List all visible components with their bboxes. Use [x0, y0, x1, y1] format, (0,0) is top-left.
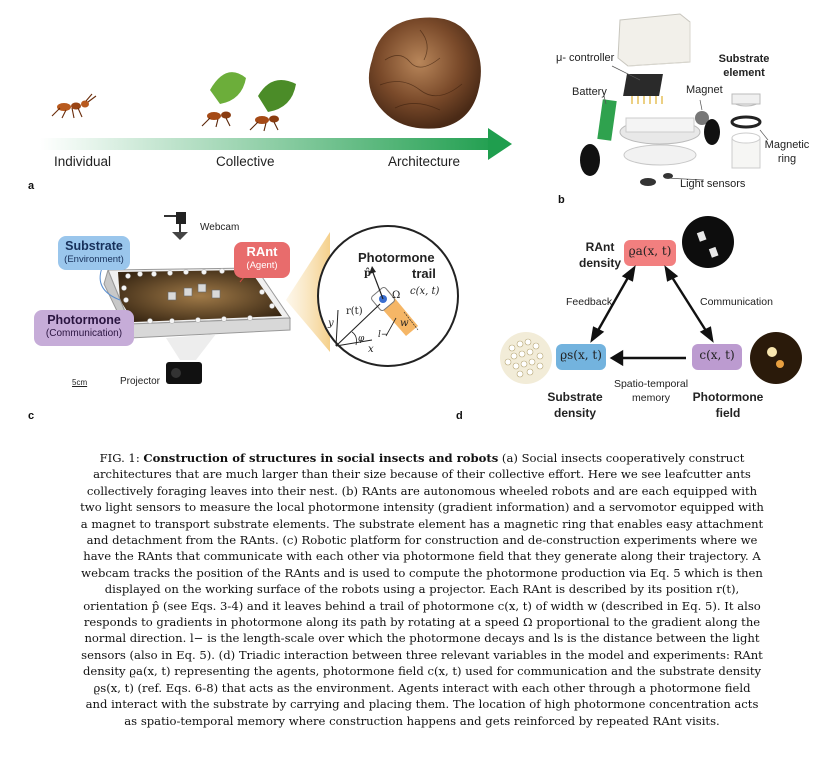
battery-icon — [597, 99, 617, 141]
projector-label: Projector — [120, 376, 161, 387]
inset-r-t: r(t) — [346, 306, 363, 317]
rho-s-label: ϱs(x, t) — [560, 348, 602, 362]
caption-text-line: responds to gradients in photormone alon… — [83, 615, 761, 630]
rant-subtitle: (Agent) — [246, 260, 278, 271]
caption-text-line: webcam tracks the position of the RAnts … — [81, 565, 763, 580]
microcontroller-icon — [623, 74, 663, 96]
panel-d-letter: d — [456, 410, 463, 422]
stage-architecture-label: Architecture — [388, 154, 461, 169]
stage-individual-label: Individual — [54, 154, 112, 169]
feedback-label: Feedback — [566, 296, 613, 308]
caption-fig-number: FIG. 1: — [99, 451, 140, 465]
c-field-box — [692, 344, 742, 370]
caption-text-line: and detachment from the RAnts. (c) Robot… — [86, 533, 758, 548]
rant-box: RAnt (Agent) — [234, 242, 290, 278]
inset-title-trail: trail — [412, 266, 436, 281]
photormone-subtitle: (Communication) — [45, 328, 123, 339]
panel-c-letter: c — [28, 410, 35, 422]
rant-density-label-2: density — [578, 256, 621, 270]
caption-text-line: orientation p̂ (see Eqs. 3-4) and it lea… — [83, 598, 761, 613]
substrate-title: Substrate — [65, 239, 123, 253]
panel-c-graphic — [99, 212, 459, 384]
figure-graphics — [40, 13, 802, 384]
inset-l-minus: l− — [378, 330, 389, 340]
scale-label: 5cm — [72, 378, 88, 387]
panel-b-graphic — [580, 13, 769, 186]
caption-text-line: normal direction. l− is the length-scale… — [84, 631, 760, 646]
caption-text-line: (a) Social insects cooperatively constru… — [501, 451, 745, 465]
substrate-density-label-2: density — [553, 406, 596, 420]
robot-shell-icon — [617, 13, 691, 67]
collective-ants-icon — [201, 72, 296, 132]
caption-title: Construction of structures in social ins… — [143, 451, 499, 465]
panel-a-letter: a — [28, 180, 35, 192]
caption-text-line: architectures that are much larger than … — [93, 467, 751, 482]
substrate-element-label: Substrate element — [718, 53, 770, 79]
memory-label-2: memory — [632, 392, 670, 404]
communication-label: Communication — [700, 296, 773, 308]
rho-a-box — [624, 240, 676, 266]
progression-arrow-shaft — [40, 138, 500, 150]
magnet-icon — [695, 111, 709, 125]
panel-d-graphic — [500, 216, 802, 384]
light-sensor-icon — [640, 178, 656, 186]
rant-robots-icon — [167, 283, 221, 301]
caption-text-line: as spatio-temporal memory where construc… — [124, 713, 720, 728]
webcam-label: Webcam — [200, 222, 240, 233]
caption-text-line: density ϱa(x, t) representing the agents… — [82, 664, 762, 679]
inset-c-field: c(x, t) — [410, 286, 440, 297]
arena-surface — [118, 270, 282, 322]
rant-density-photo — [682, 216, 734, 268]
nest-architecture-icon — [368, 17, 481, 129]
substrate-box: Substrate (Environment) — [58, 236, 130, 270]
substrate-density-label-1: Substrate — [547, 390, 603, 404]
projector-icon — [166, 362, 202, 384]
caption-line-first: FIG. 1: Construction of structures in so… — [42, 450, 802, 466]
caption-text-line: displayed on the working surface of the … — [104, 582, 740, 597]
magnetic-ring-icon — [730, 115, 762, 129]
microcontroller-label: μ- controller — [556, 52, 615, 64]
c-field-label: c(x, t) — [699, 348, 735, 362]
caption-text-line: collectively foraging leaves into their … — [86, 483, 758, 498]
wheel-right-icon — [704, 119, 720, 145]
rant-density-label-1: RAnt — [585, 240, 615, 254]
substrate-subtitle: (Environment) — [64, 254, 124, 265]
light-sensors-label: Light sensors — [680, 178, 746, 190]
inset-y-axis: y — [328, 318, 334, 329]
webcam-icon — [164, 212, 188, 240]
panel-b-letter: b — [558, 194, 565, 206]
caption-text-line: two light sensors to measure the local p… — [80, 500, 764, 515]
caption-text-line: have the RAnts that communicate with eac… — [83, 549, 761, 564]
inset-w: w — [400, 318, 409, 329]
memory-label-1: Spatio-temporal — [613, 378, 689, 390]
caption-text-line: sensors (also in Eq. 5). (d) Triadic int… — [81, 647, 763, 662]
rant-title: RAnt — [246, 244, 278, 259]
progression-arrow-head — [488, 128, 512, 160]
inset-x-axis: x — [368, 344, 374, 355]
inset-title-photormone: Photormone — [358, 250, 435, 265]
caption-text-line: and interact with the substrate by carry… — [85, 697, 759, 712]
photormone-box: Photormone (Communication) — [34, 310, 134, 346]
panel-a-graphic — [40, 17, 512, 160]
rho-a-label: ϱa(x, t) — [628, 244, 672, 258]
rho-s-box — [556, 344, 606, 370]
inset-p-hat: p̂ — [364, 268, 371, 279]
photormone-field-label-2: field — [715, 406, 741, 420]
magnetic-ring-label: Magnetic ring — [764, 139, 810, 165]
photormone-field-label-1: Photormone — [692, 390, 764, 404]
magnet-label: Magnet — [686, 84, 723, 96]
individual-ant-icon — [51, 93, 97, 119]
inset-omega: Ω — [392, 290, 401, 301]
stage-collective-label: Collective — [216, 154, 275, 169]
photormone-title: Photormone — [47, 313, 121, 327]
caption-text-line: ϱs(x, t) (ref. Eqs. 6-8) that acts as th… — [93, 680, 751, 695]
figure-caption: FIG. 1: Construction of structures in so… — [42, 450, 802, 729]
caption-text-line: a magnet to transport substrate elements… — [80, 516, 764, 531]
wheel-left-icon — [580, 144, 600, 176]
battery-label: Battery — [572, 86, 607, 98]
photormone-field-photo — [750, 332, 802, 384]
inset-phi: φ — [358, 334, 365, 344]
